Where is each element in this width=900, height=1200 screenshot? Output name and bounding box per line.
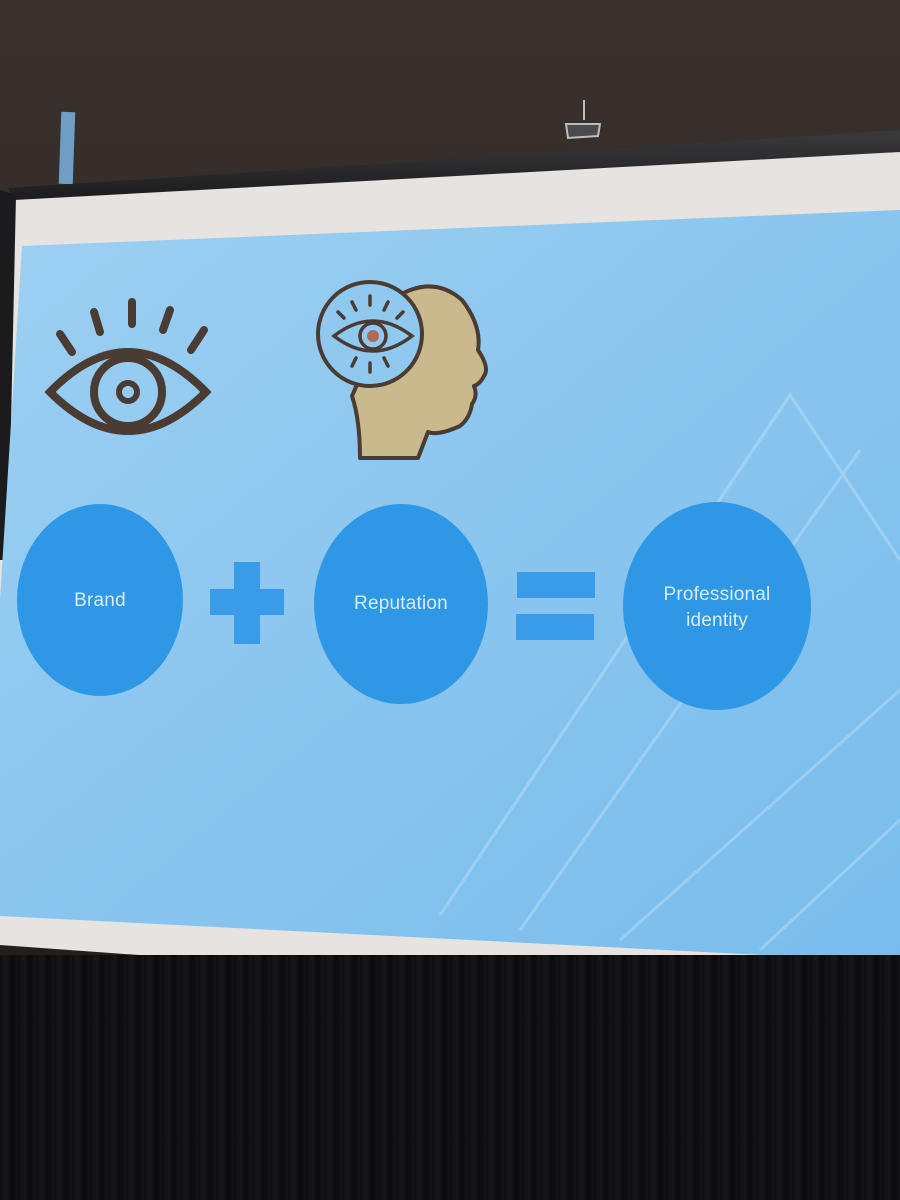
screen-casing — [8, 130, 900, 200]
black-curtain — [0, 955, 900, 1200]
equals-icon — [516, 572, 595, 640]
head-with-eye-icon — [316, 280, 488, 460]
brand-label: Brand — [74, 590, 126, 611]
screen-hook — [564, 100, 602, 140]
professional-identity-label: Professional identity — [633, 582, 801, 634]
professional-identity-label-line2: identity — [686, 610, 748, 631]
professional-identity-circle — [623, 502, 811, 710]
plus-icon — [210, 562, 284, 644]
brand-circle — [17, 504, 183, 696]
reputation-label: Reputation — [354, 593, 448, 614]
reputation-circle — [314, 504, 488, 704]
screen-left-edge — [0, 190, 16, 560]
eye-icon — [44, 298, 212, 435]
professional-identity-label-line1: Professional — [663, 584, 771, 605]
